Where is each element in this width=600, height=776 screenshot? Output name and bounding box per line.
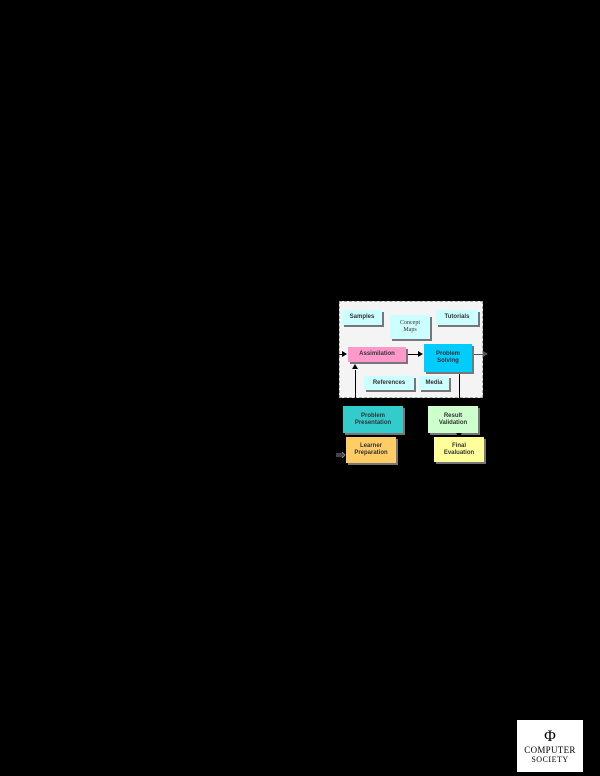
node-problem-presentation: Problem Presentation [343,406,403,433]
logo-text-line2: SOCIETY [531,754,569,764]
logo-text-line1: COMPUTER [524,744,576,755]
entry-line [336,354,342,355]
arrow-down-icon [456,433,462,437]
node-result-validation: Result Validation [428,406,478,433]
node-learner-preparation: Learner Preparation [346,437,396,463]
node-references: References [364,376,414,390]
node-tutorials: Tutorials [436,310,478,325]
node-label: Assimilation [359,351,395,357]
double-arrow-icon [336,452,346,458]
arrow-right-icon [342,351,347,357]
node-samples: Samples [342,310,382,325]
computer-society-logo: Φ COMPUTER SOCIETY [517,720,583,772]
node-label: Problem Solving [435,351,460,364]
phi-logo-icon: Φ [544,727,556,745]
edge-line [355,370,356,406]
node-label: Final Evaluation [443,442,475,456]
edge-line [408,354,418,355]
node-label: Samples [349,314,375,320]
node-label: Learner Preparation [354,443,388,456]
node-assimilation: Assimilation [348,347,406,362]
node-media: Media [419,376,449,390]
node-label: Result Validation [438,412,468,426]
node-label: Problem Presentation [354,412,392,426]
node-concept-maps: Concept Maps [390,315,430,339]
node-label: Concept Maps [400,320,420,333]
node-problem-solving: Problem Solving [424,344,472,372]
node-label: Tutorials [444,314,470,320]
arrow-right-icon [418,351,423,357]
edge-line [459,374,460,406]
exit-line [474,354,483,355]
arrow-up-icon [352,364,358,369]
node-final-evaluation: Final Evaluation [434,437,484,462]
node-label: Media [425,379,443,386]
node-label: References [372,379,406,386]
arrow-right-icon [483,351,488,357]
